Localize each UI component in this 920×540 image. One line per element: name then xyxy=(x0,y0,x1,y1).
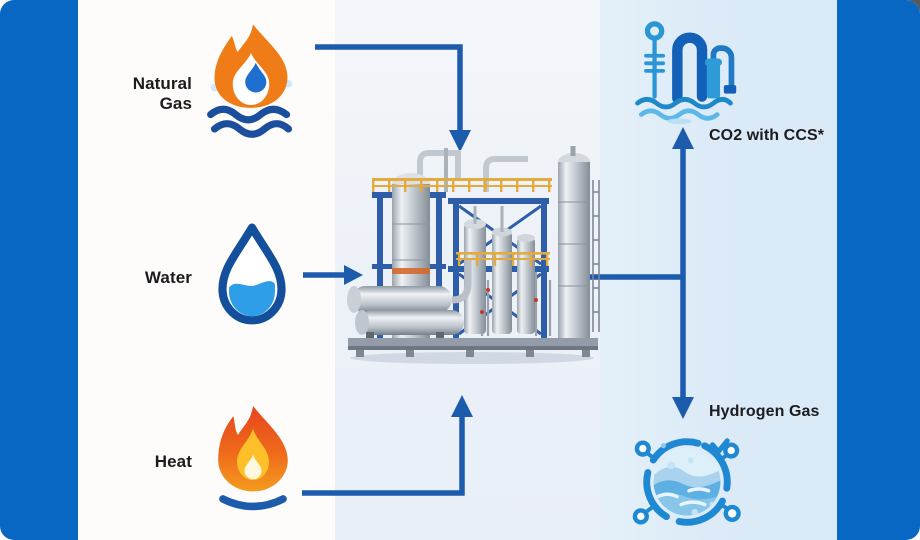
water-drop-icon xyxy=(218,223,286,325)
co2-injection-wells-icon xyxy=(635,21,737,125)
output-label-co2-ccs: CO2 with CCS* xyxy=(709,127,825,144)
input-label-natural-gas: Natural Gas xyxy=(132,74,192,114)
hydrogen-gas-sphere-icon xyxy=(632,438,741,526)
right-blue-bar xyxy=(837,0,920,540)
heat-flame-arc-icon xyxy=(218,405,288,511)
input-label-heat: Heat xyxy=(154,452,192,471)
inputs-panel-bg xyxy=(78,0,335,540)
left-blue-bar xyxy=(0,0,78,540)
input-label-water: Water xyxy=(144,268,192,287)
output-label-hydrogen: Hydrogen Gas xyxy=(709,403,820,420)
natural-gas-flame-waves-icon xyxy=(207,24,293,138)
reformer-plant-illustration xyxy=(347,146,600,364)
